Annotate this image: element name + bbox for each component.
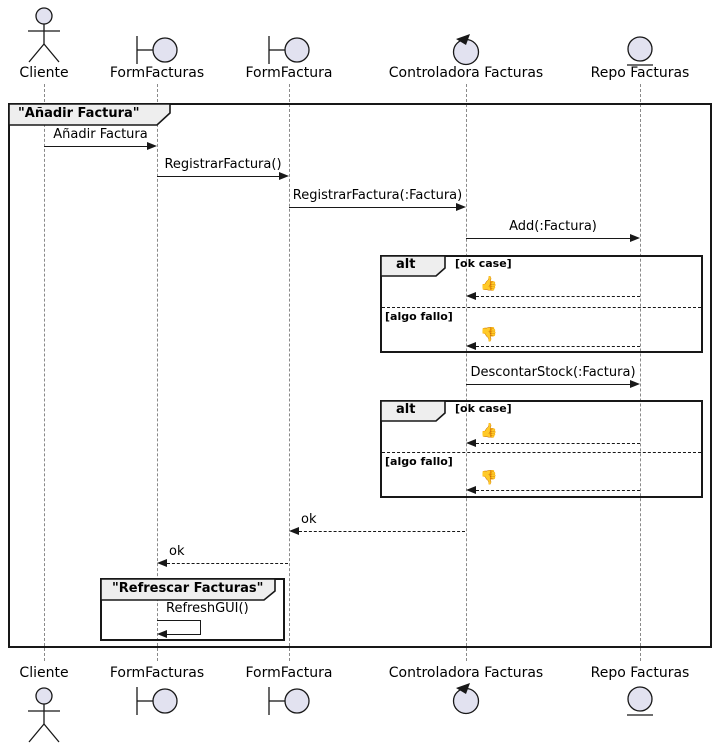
- return-arrow: [476, 490, 640, 491]
- main-frame-title-tab: [9, 104, 171, 126]
- arrowhead-icon: [456, 203, 466, 211]
- participant-label-cliente: Cliente: [19, 65, 69, 81]
- message-label: Añadir Factura: [53, 127, 148, 142]
- guard-ok-case: [ok case]: [455, 257, 512, 270]
- arrowhead-icon: [279, 172, 289, 180]
- return-label-ok: ok: [301, 512, 317, 527]
- lifeline-repo: [640, 84, 641, 661]
- return-label-ok: ok: [169, 544, 185, 559]
- entity-icon: [627, 686, 653, 716]
- participant-label-repo: Repo Facturas: [590, 65, 690, 81]
- guard-algo-fallo: [algo fallo]: [385, 310, 453, 323]
- alt-fragment-1: [380, 255, 703, 353]
- lifeline-formfactura: [289, 84, 290, 661]
- arrowhead-icon: [147, 142, 157, 150]
- actor-icon: [28, 687, 60, 743]
- message-label: RegistrarFactura(): [164, 157, 282, 172]
- actor-icon: [28, 7, 60, 63]
- message-arrow: [157, 176, 280, 177]
- return-arrow: [299, 531, 465, 532]
- lifeline-formfacturas: [157, 84, 158, 661]
- participant-label-formfacturas: FormFacturas: [109, 665, 205, 681]
- arrowhead-icon: [157, 630, 167, 638]
- alt-operator-label: alt: [396, 402, 416, 417]
- message-arrow: [466, 384, 631, 385]
- arrowhead-icon: [466, 486, 476, 494]
- refrescar-frame-title-tab: [101, 579, 276, 601]
- participant-label-repo: Repo Facturas: [590, 665, 690, 681]
- main-frame-title: "Añadir Factura": [18, 106, 140, 121]
- message-arrow: [466, 238, 631, 239]
- return-arrow: [167, 563, 288, 564]
- participant-label-formfacturas: FormFacturas: [109, 65, 205, 81]
- boundary-icon: [136, 687, 178, 715]
- refrescar-frame-title: "Refrescar Facturas": [112, 581, 264, 596]
- alt-divider: [382, 307, 701, 308]
- self-message-arrow: [200, 620, 201, 635]
- self-message-arrow: [167, 634, 201, 635]
- message-label: Add(:Factura): [509, 219, 597, 234]
- alt-operator-tab: [381, 401, 446, 422]
- boundary-icon: [268, 36, 310, 64]
- alt-divider: [382, 452, 701, 453]
- alt-fragment-2: [380, 400, 703, 498]
- thumbs-up-icon: 👍: [480, 276, 498, 292]
- participant-label-formfactura: FormFactura: [245, 665, 333, 681]
- message-label: RegistrarFactura(:Factura): [292, 188, 463, 203]
- arrowhead-icon: [157, 559, 167, 567]
- self-message-arrow: [157, 620, 201, 621]
- arrowhead-icon: [630, 380, 640, 388]
- thumbs-down-icon: 👎: [480, 470, 498, 486]
- participant-label-cliente: Cliente: [19, 665, 69, 681]
- thumbs-up-icon: 👍: [480, 423, 498, 439]
- main-frame: [8, 103, 712, 648]
- arrowhead-icon: [289, 527, 299, 535]
- message-arrow: [289, 207, 457, 208]
- control-icon: [452, 683, 480, 715]
- guard-ok-case: [ok case]: [455, 402, 512, 415]
- lifeline-cliente: [44, 84, 45, 661]
- entity-icon: [627, 36, 653, 66]
- boundary-icon: [268, 687, 310, 715]
- return-arrow: [476, 443, 640, 444]
- message-arrow: [44, 146, 148, 147]
- guard-algo-fallo: [algo fallo]: [385, 455, 453, 468]
- return-arrow: [476, 296, 640, 297]
- boundary-icon: [136, 36, 178, 64]
- message-label: DescontarStock(:Factura): [470, 365, 636, 380]
- alt-operator-tab: [381, 256, 446, 277]
- control-icon: [452, 34, 480, 66]
- participant-label-formfactura: FormFactura: [245, 65, 333, 81]
- return-arrow: [476, 346, 640, 347]
- thumbs-down-icon: 👎: [480, 327, 498, 343]
- lifeline-controladora: [466, 84, 467, 661]
- participant-label-controladora: Controladora Facturas: [388, 65, 544, 81]
- arrowhead-icon: [466, 292, 476, 300]
- arrowhead-icon: [630, 234, 640, 242]
- message-label: RefreshGUI(): [166, 601, 249, 616]
- participant-label-controladora: Controladora Facturas: [388, 665, 544, 681]
- arrowhead-icon: [466, 439, 476, 447]
- alt-operator-label: alt: [396, 257, 416, 272]
- arrowhead-icon: [466, 342, 476, 350]
